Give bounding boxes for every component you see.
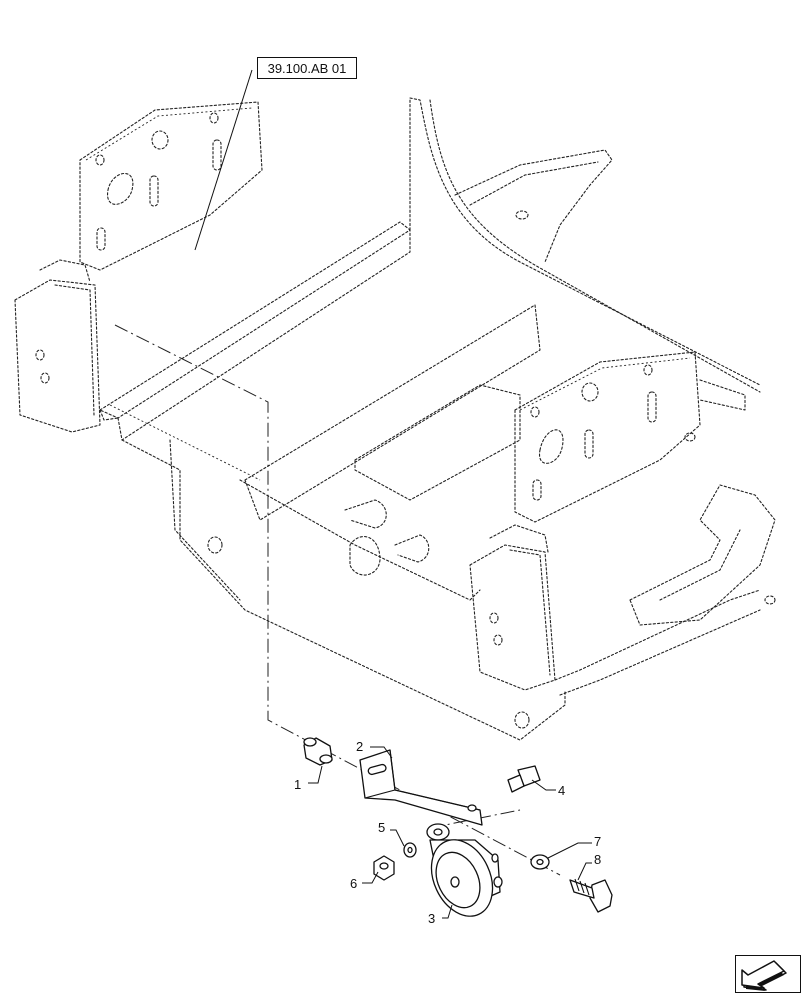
part-1-spacer bbox=[303, 737, 333, 766]
callout-1: 1 bbox=[294, 777, 301, 792]
part-8-bolt bbox=[569, 878, 613, 913]
part-7-washer bbox=[530, 854, 550, 870]
callout-7: 7 bbox=[594, 834, 601, 849]
frame-assembly bbox=[14, 97, 776, 741]
part-2-bracket bbox=[359, 749, 483, 826]
callout-3: 3 bbox=[428, 911, 435, 926]
callout-leaders bbox=[194, 69, 592, 919]
part-5-washer bbox=[403, 842, 417, 858]
arrow-back-icon bbox=[741, 960, 787, 991]
part-4-bolt bbox=[507, 765, 541, 793]
callout-8: 8 bbox=[594, 852, 601, 867]
reference-label[interactable]: 39.100.AB 01 bbox=[257, 57, 357, 79]
callout-2: 2 bbox=[356, 739, 363, 754]
callout-5: 5 bbox=[378, 820, 385, 835]
part-6-nut bbox=[373, 855, 395, 881]
callout-4: 4 bbox=[558, 783, 565, 798]
back-navigation-button[interactable] bbox=[735, 955, 801, 993]
callout-6: 6 bbox=[350, 876, 357, 891]
assembly-center-lines bbox=[114, 324, 561, 876]
callout-numbers: 1 2 3 4 5 6 7 8 bbox=[294, 739, 601, 926]
part-3-horn bbox=[426, 823, 503, 917]
